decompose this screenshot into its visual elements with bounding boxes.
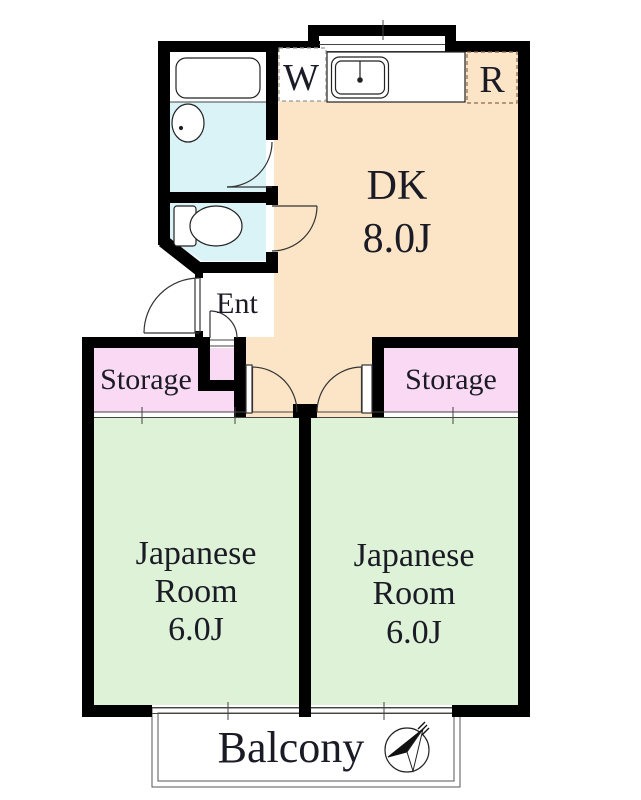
washing-machine-label: W [283, 57, 319, 99]
wall [158, 41, 170, 245]
wall [452, 705, 530, 717]
toilet-bowl-icon [189, 205, 243, 247]
kitchen-faucet-icon [357, 77, 363, 83]
wall [445, 25, 456, 42]
wall [372, 337, 384, 418]
japanese-room-left-label: Japanese [135, 535, 257, 572]
wall [195, 331, 203, 338]
compass-needle-light [406, 728, 424, 773]
wall [195, 262, 203, 278]
wall [308, 25, 456, 36]
door-jamb [361, 364, 373, 414]
washing-machine-space [278, 47, 327, 102]
compass-icon [384, 721, 430, 773]
wall [234, 337, 246, 418]
door-arc [226, 141, 273, 188]
wall [82, 705, 152, 717]
walls [82, 25, 530, 717]
door-arc [143, 277, 200, 334]
door-arc [209, 310, 238, 339]
japanese-room-right-size-label: 6.0J [386, 614, 442, 651]
compass-north-tip [417, 721, 430, 736]
wall-stub [293, 404, 317, 418]
dk-size-label: 8.0J [362, 216, 432, 262]
door-arc [316, 366, 362, 413]
doors [143, 141, 373, 414]
japanese-room-right-floor [311, 418, 518, 705]
refrigerator-label: R [479, 59, 505, 101]
entry-closet-floor [210, 348, 234, 380]
wall [196, 262, 278, 273]
wall [266, 52, 278, 140]
japanese-room-left-label: Room [154, 573, 238, 610]
wall [158, 192, 278, 203]
wall-chamfer [158, 235, 205, 276]
wall [372, 337, 530, 348]
wall [445, 41, 530, 52]
wall [198, 348, 210, 380]
storage-right-floor [384, 348, 518, 412]
door-arc [252, 366, 298, 413]
door-arc [271, 205, 318, 252]
japanese-room-right-label: Japanese [353, 537, 475, 574]
wall [518, 41, 530, 717]
storage-left-label: Storage [100, 363, 192, 396]
wall [158, 41, 320, 52]
refrigerator-space [466, 51, 518, 104]
door-jamb [245, 364, 253, 414]
storage-right-label: Storage [405, 363, 497, 396]
entrance-label: Ent [216, 287, 258, 320]
dk-label: DK [366, 163, 428, 209]
wall [82, 337, 94, 717]
storage-left-floor [94, 348, 198, 412]
wall [198, 380, 234, 391]
basin-icon [171, 103, 205, 143]
wall [82, 337, 210, 348]
japanese-room-right-label: Room [372, 575, 456, 612]
wall [299, 411, 311, 717]
storage-left-extension-floor [198, 391, 234, 412]
fixtures [171, 51, 466, 247]
japanese-room-left-floor [94, 418, 299, 705]
basin-faucet-icon [178, 125, 184, 131]
japanese-room-left-size-label: 6.0J [168, 611, 224, 648]
bathtub-icon [175, 57, 261, 99]
balcony-label: Balcony [217, 723, 365, 772]
